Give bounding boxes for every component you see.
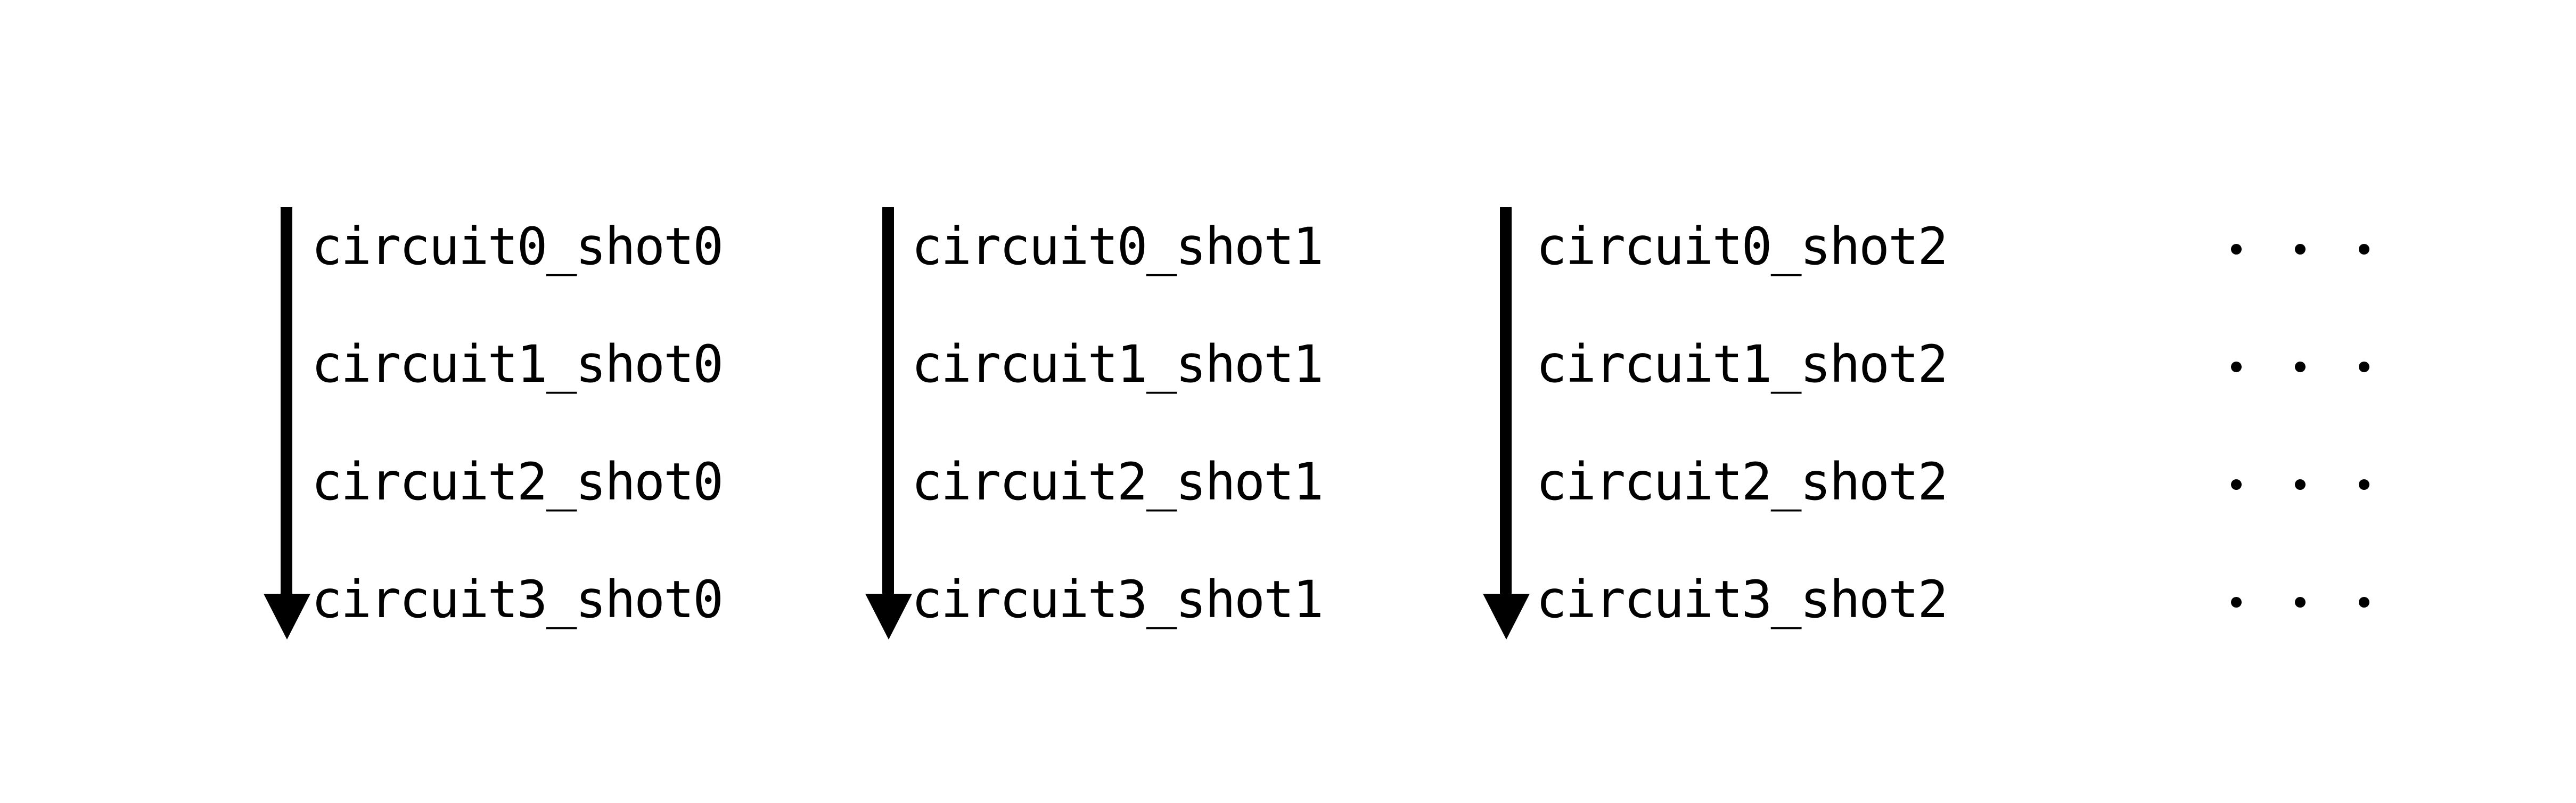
circuit-shot-label: circuit0_shot2: [1536, 217, 1948, 276]
ellipsis-dot-icon: [2231, 362, 2242, 372]
ellipsis-dot-icon: [2359, 362, 2369, 372]
shot2-order-arrow: [1483, 207, 1530, 640]
circuit-shot-label: circuit0_shot1: [912, 217, 1324, 276]
circuit-shot-label: circuit2_shot0: [311, 452, 724, 512]
ellipsis-row: [2231, 597, 2369, 608]
ellipsis-dot-icon: [2295, 362, 2306, 372]
arrow-head-down-icon: [264, 594, 310, 640]
ellipsis-row: [2231, 244, 2369, 255]
shot0-order-arrow: [264, 207, 310, 640]
circuit-shot-label: circuit0_shot0: [311, 217, 724, 276]
ellipsis-dot-icon: [2231, 244, 2242, 255]
arrow-head-down-icon: [1483, 594, 1530, 640]
circuit-shot-label: circuit1_shot1: [912, 334, 1324, 394]
ellipsis-dot-icon: [2295, 597, 2306, 608]
circuit-shot-label: circuit3_shot2: [1536, 570, 1948, 629]
ellipsis-dot-icon: [2231, 479, 2242, 490]
ellipsis-dot-icon: [2359, 244, 2369, 255]
circuit-shot-label: circuit3_shot1: [912, 570, 1324, 629]
circuit-shot-label: circuit3_shot0: [311, 570, 724, 629]
ellipsis-row: [2231, 362, 2369, 372]
circuit-shot-label: circuit1_shot0: [311, 334, 724, 394]
ellipsis-dot-icon: [2359, 597, 2369, 608]
shot1-order-arrow: [865, 207, 912, 640]
ellipsis-dot-icon: [2295, 244, 2306, 255]
ellipsis-row: [2231, 479, 2369, 490]
ellipsis-dot-icon: [2359, 479, 2369, 490]
circuit-shot-label: circuit1_shot2: [1536, 334, 1948, 394]
arrow-shaft: [1500, 207, 1512, 594]
circuit-shot-label: circuit2_shot2: [1536, 452, 1948, 512]
ellipsis-dot-icon: [2231, 597, 2242, 608]
arrow-head-down-icon: [865, 594, 912, 640]
circuit-shot-label: circuit2_shot1: [912, 452, 1324, 512]
arrow-shaft: [281, 207, 292, 594]
ellipsis-dot-icon: [2295, 479, 2306, 490]
arrow-shaft: [882, 207, 894, 594]
